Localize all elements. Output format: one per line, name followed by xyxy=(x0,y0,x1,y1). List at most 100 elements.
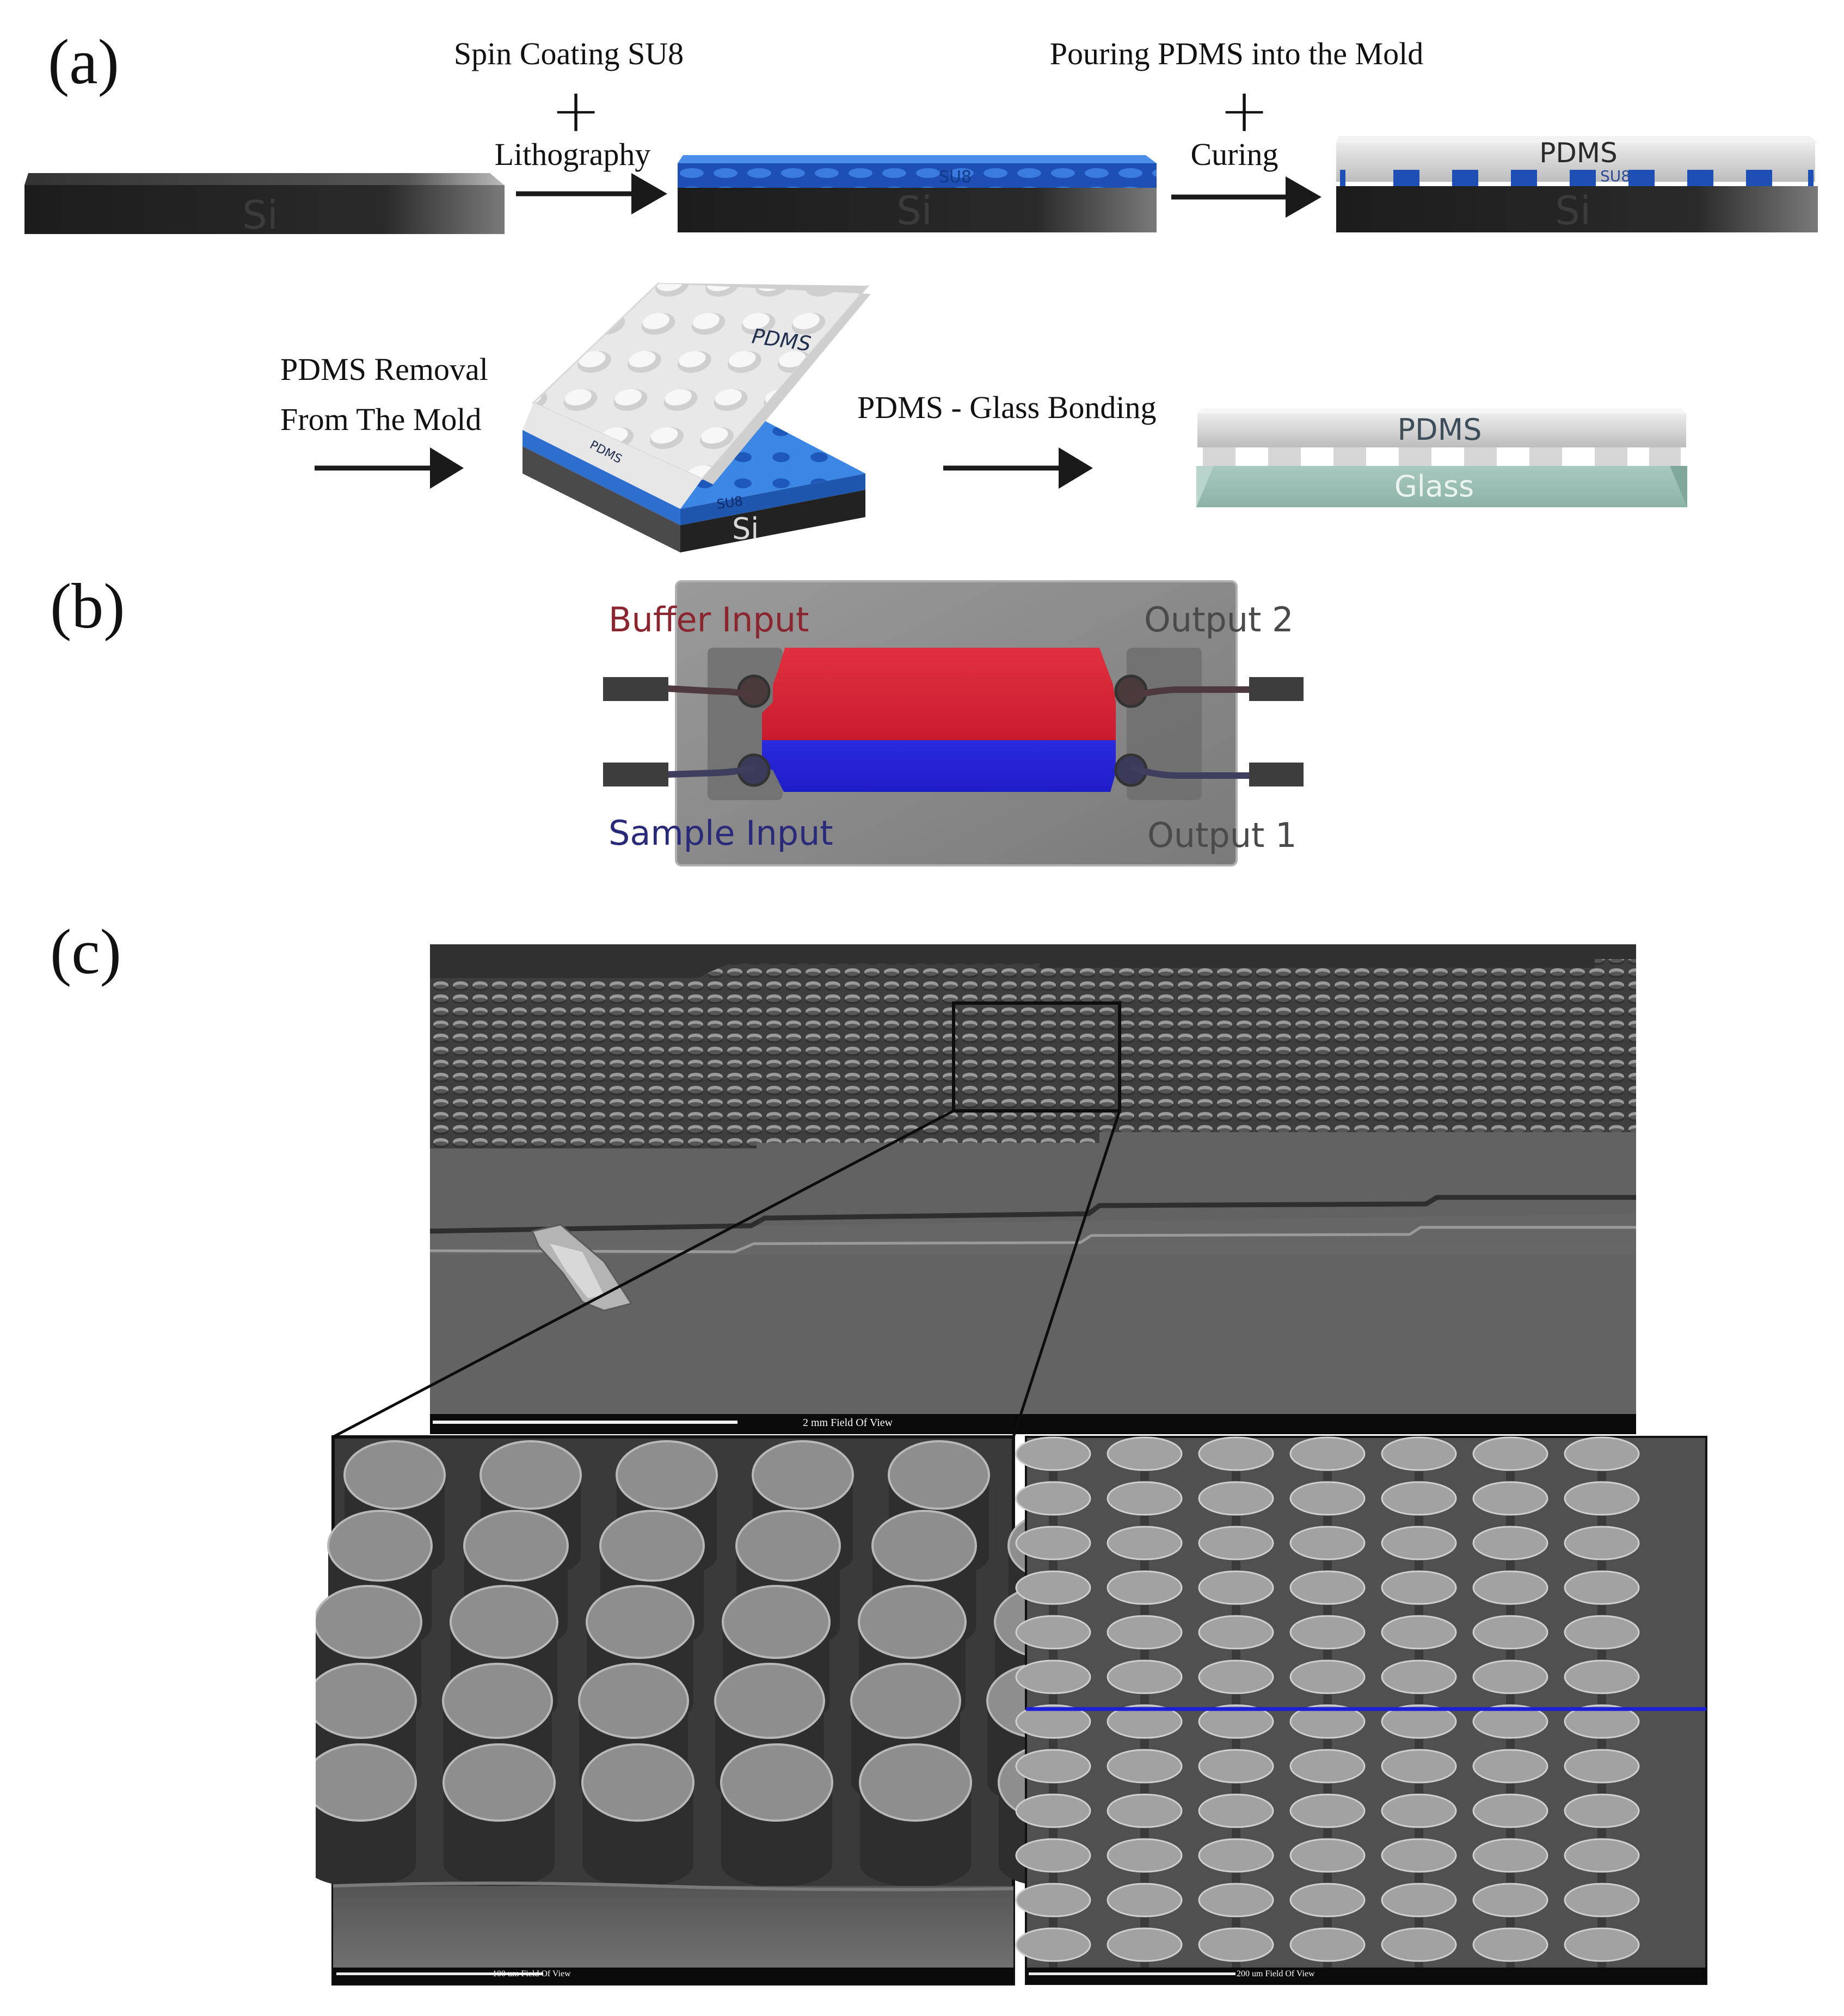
pillar-top-view xyxy=(1472,1883,1548,1917)
pillar-top-view xyxy=(1381,1615,1457,1650)
pillar-top-view xyxy=(1198,1793,1274,1828)
microfluidic-device-diagram: Buffer Input Sample Input Output 2 Outpu… xyxy=(603,580,1304,866)
pillar-top xyxy=(720,1743,833,1822)
output-1-label: Output 1 xyxy=(1147,815,1297,855)
pdms-glass-step5: PDMS Glass xyxy=(1196,408,1687,507)
pillar-top xyxy=(450,1585,558,1659)
pillar-top xyxy=(599,1510,705,1582)
pillar-top-view xyxy=(1198,1570,1274,1605)
pillar-top-view xyxy=(1564,1927,1640,1962)
step-label-removal-line2: From The Mold xyxy=(280,402,482,437)
pillar-top-view xyxy=(1015,1481,1091,1516)
pillar-top xyxy=(871,1510,977,1582)
zoom2-scale-label: 200 um Field Of View xyxy=(1237,1969,1315,1978)
pillar-top-view xyxy=(1472,1526,1548,1560)
pillar-top xyxy=(327,1510,433,1582)
sem-zoom-pillars-tilted xyxy=(316,1435,1113,1986)
pillar-top xyxy=(859,1743,972,1822)
zoom-line-right xyxy=(1012,1110,1121,1437)
pillar-top-view xyxy=(1015,1749,1091,1784)
pillar-top-view xyxy=(1015,1615,1091,1650)
pillar-top-view xyxy=(1107,1615,1183,1650)
pillar-top-view xyxy=(1472,1838,1548,1873)
tube-connector-output2 xyxy=(1249,677,1304,701)
pillar-top-view xyxy=(1289,1704,1366,1739)
pillar-top-view xyxy=(1381,1793,1457,1828)
plus-sign-1: + xyxy=(551,76,601,145)
pillar-top xyxy=(735,1510,841,1582)
pillar-top-view xyxy=(1015,1436,1091,1471)
tube-connector-sample xyxy=(603,763,668,786)
pillar-top-view xyxy=(1381,1749,1457,1784)
pillar-top xyxy=(850,1663,961,1739)
pillar-top-view xyxy=(1107,1704,1183,1739)
pillar-top-view xyxy=(1015,1883,1091,1917)
arrow-3 xyxy=(315,447,464,489)
pillar-top xyxy=(316,1585,422,1659)
panel-label-a: (a) xyxy=(48,26,119,97)
si-label-4: Si xyxy=(732,512,759,546)
output-2-label: Output 2 xyxy=(1144,600,1294,640)
pillar-top-view xyxy=(1472,1659,1548,1694)
pillar-top-view xyxy=(1107,1883,1183,1917)
pillar-top-view xyxy=(1198,1615,1274,1650)
zoom1-scale-label: 100 um Field Of View xyxy=(493,1969,571,1978)
pillar-top-view xyxy=(1107,1436,1183,1471)
tube-connector-output1 xyxy=(1249,763,1304,786)
pillar-top-view xyxy=(1107,1793,1183,1828)
pillar-top-view xyxy=(1289,1659,1366,1694)
pillar-top-view xyxy=(1015,1526,1091,1560)
pillar-top-view xyxy=(1564,1615,1640,1650)
pillar-top-view xyxy=(1198,1704,1274,1739)
su8-label-3: SU8 xyxy=(716,494,744,512)
pillar-top-view xyxy=(1381,1883,1457,1917)
pillar-top-view xyxy=(1107,1838,1183,1873)
overview-scale-label: 2 mm Field Of View xyxy=(803,1417,893,1429)
pillar-top-view xyxy=(1107,1749,1183,1784)
si-label-1: Si xyxy=(242,192,278,238)
pillar-top xyxy=(316,1743,417,1822)
pillar-top-view xyxy=(1289,1526,1366,1560)
pillar-top-view xyxy=(1564,1704,1640,1739)
pillar-top-view xyxy=(1198,1436,1274,1471)
pillar-top xyxy=(316,1663,417,1739)
pillar-top-view xyxy=(1198,1838,1274,1873)
pillar-top-view xyxy=(1015,1838,1091,1873)
pillar-top xyxy=(586,1585,694,1659)
step-label-removal-line1: PDMS Removal xyxy=(280,352,488,387)
pillar-top-view xyxy=(1564,1838,1640,1873)
pillar-top-view xyxy=(1564,1749,1640,1784)
pillar-top xyxy=(442,1743,556,1822)
pillar-top-view xyxy=(1198,1659,1274,1694)
pillar-top-view xyxy=(1015,1793,1091,1828)
pillar-top-view xyxy=(1289,1570,1366,1605)
pillar-top-view xyxy=(1289,1615,1366,1650)
pillar-top-view xyxy=(1472,1615,1548,1650)
pillar-top-view xyxy=(1381,1481,1457,1516)
pillar-top-view xyxy=(1289,1793,1366,1828)
panel-label-c: (c) xyxy=(50,916,121,987)
glass-label: Glass xyxy=(1394,469,1474,503)
pillar-top-view xyxy=(1564,1526,1640,1560)
pillar-top xyxy=(714,1663,825,1739)
pillar-top-view xyxy=(1015,1927,1091,1962)
pillar-top-view xyxy=(1381,1570,1457,1605)
si-su8-step2: SU8 Si xyxy=(678,155,1157,233)
sample-channel xyxy=(762,740,1116,792)
fabrication-process-diagram: Si SU8 Si PDMS SU8 xyxy=(24,136,1818,552)
plus-sign-2: + xyxy=(1219,76,1270,145)
pillar-top-view xyxy=(1564,1793,1640,1828)
pillar-top-view xyxy=(1198,1749,1274,1784)
si-label-3: Si xyxy=(1555,188,1591,233)
buffer-input-label: Buffer Input xyxy=(608,600,809,640)
pillar-top xyxy=(858,1585,967,1659)
pillar-top-view xyxy=(1472,1927,1548,1962)
pillar-top-view xyxy=(1289,1749,1366,1784)
pdms-label-4: PDMS xyxy=(1397,413,1482,447)
pillar-top-view xyxy=(1015,1570,1091,1605)
pillar-top-view xyxy=(1381,1659,1457,1694)
sample-input-label: Sample Input xyxy=(608,813,833,853)
pillar-top-view xyxy=(1015,1659,1091,1694)
su8-label-2: SU8 xyxy=(1600,167,1631,185)
pillar-top-view xyxy=(1289,1481,1366,1516)
